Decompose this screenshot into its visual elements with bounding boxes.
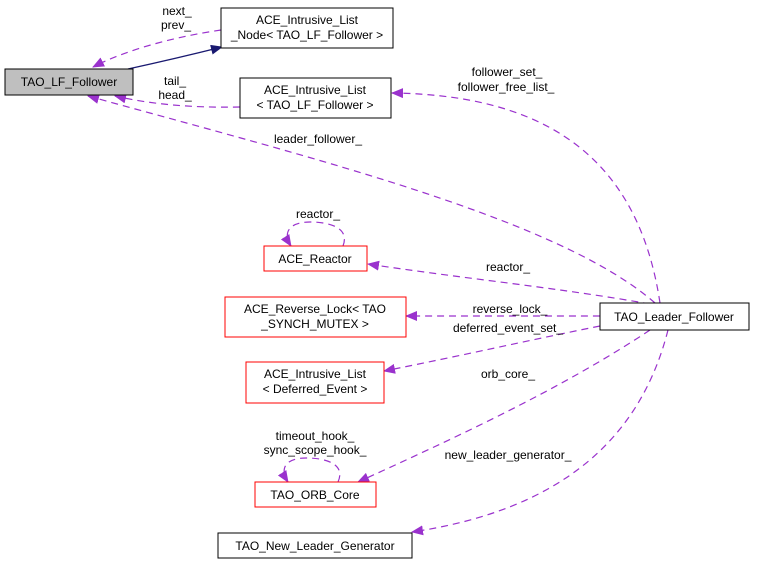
edges [87,29,669,536]
edge-next-prev [92,29,222,68]
label-reactor-self: reactor_ [296,207,340,221]
label-head: head_ [158,88,192,102]
node-tao-new-leader-generator[interactable]: TAO_New_Leader_Generator [217,532,413,559]
node-tao-leader-follower[interactable]: TAO_Leader_Follower [599,302,750,331]
edge-tail-head [114,93,241,108]
edge-labels: next_ prev_ tail_ head_ follower_set_ fo… [158,4,571,462]
edge-inherit-lf-follower-list-node [127,44,223,70]
edge-leader-follower [87,94,656,304]
node-tao-lf-follower[interactable]: TAO_LF_Follower [4,68,134,96]
node-label: ACE_Reactor [278,252,351,266]
label-orb-core: orb_core_ [481,367,535,381]
label-tail: tail_ [164,74,186,88]
label-new-leader-generator: new_leader_generator_ [445,448,572,462]
node-label-line1: ACE_Reverse_Lock< TAO [244,302,386,316]
node-label-line1: ACE_Intrusive_List [256,13,359,27]
label-reactor: reactor_ [486,260,530,274]
edge-deferred [383,325,601,374]
edge-reactor-self [280,221,346,247]
label-leader-follower: leader_follower_ [274,132,362,146]
node-label: TAO_ORB_Core [270,488,359,502]
node-label-line2: _Node< TAO_LF_Follower > [230,28,383,42]
label-deferred-event-set: deferred_event_set_ [453,321,563,335]
label-timeout-hook: timeout_hook_ [276,429,355,443]
node-label-line1: ACE_Intrusive_List [264,367,367,381]
label-reverse-lock: reverse_lock_ [473,302,548,316]
edge-follower-set [391,88,661,304]
node-label: TAO_New_Leader_Generator [235,539,394,553]
node-label: TAO_Leader_Follower [614,310,734,324]
label-prev: prev_ [161,18,191,32]
node-label-line2: < Deferred_Event > [263,382,368,396]
node-label: TAO_LF_Follower [21,75,117,89]
edge-orb-core [357,329,651,483]
node-ace-reactor[interactable]: ACE_Reactor [263,245,368,272]
node-label-line2: _SYNCH_MUTEX > [260,317,369,331]
label-sync-scope-hook: sync_scope_hook_ [264,443,367,457]
label-follower-free-list: follower_free_list_ [458,80,555,94]
node-ace-intrusive-list-follower[interactable]: ACE_Intrusive_List < TAO_LF_Follower > [239,77,392,119]
edge-orb-self [277,457,341,483]
node-label-line2: < TAO_LF_Follower > [257,98,374,112]
node-ace-intrusive-list-deferred[interactable]: ACE_Intrusive_List < Deferred_Event > [245,361,385,404]
edge-new-leader [411,329,669,536]
node-ace-intrusive-list-node[interactable]: ACE_Intrusive_List _Node< TAO_LF_Followe… [220,7,394,49]
node-tao-orb-core[interactable]: TAO_ORB_Core [254,481,377,508]
label-next: next_ [162,4,192,18]
node-label-line1: ACE_Intrusive_List [264,83,367,97]
node-ace-reverse-lock[interactable]: ACE_Reverse_Lock< TAO _SYNCH_MUTEX > [224,296,407,338]
label-follower-set: follower_set_ [472,65,543,79]
